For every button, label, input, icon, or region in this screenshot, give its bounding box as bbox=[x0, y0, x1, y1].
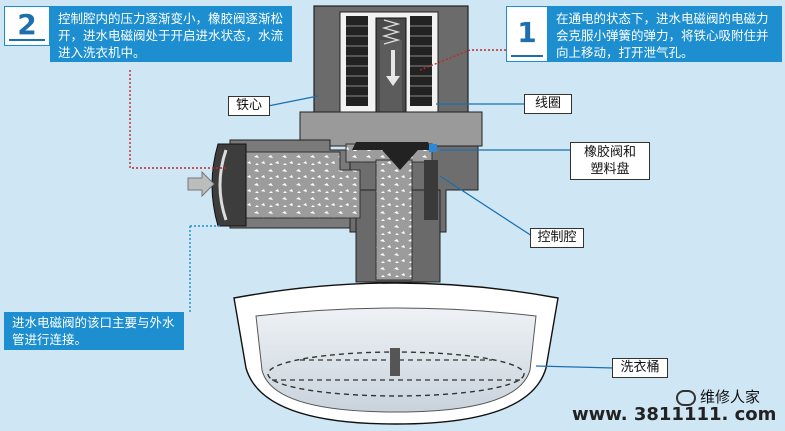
label-rubber-valve-line2: 塑料盘 bbox=[590, 162, 630, 177]
label-iron-core-text: 铁心 bbox=[235, 98, 262, 113]
label-control-chamber: 控制腔 bbox=[530, 228, 584, 248]
label-coil: 线圈 bbox=[524, 94, 572, 114]
inlet-note-text: 进水电磁阀的该口主要与外水管进行连接。 bbox=[12, 315, 175, 347]
inlet-arrow bbox=[187, 170, 215, 198]
label-iron-core: 铁心 bbox=[228, 96, 270, 116]
inlet-fitting bbox=[211, 143, 247, 227]
label-washer-tub-text: 洗衣桶 bbox=[620, 360, 660, 375]
step-1-number: 1 bbox=[506, 6, 548, 62]
step-1-number-text: 1 bbox=[517, 16, 537, 49]
step-2-text: 控制腔内的压力逐渐变小，橡胶阀逐渐松开，进水电磁阀处于开启进水状态，水流进入洗衣… bbox=[58, 11, 284, 60]
step-2-number: 2 bbox=[4, 6, 50, 46]
valve-body bbox=[229, 111, 483, 283]
label-rubber-valve: 橡胶阀和 塑料盘 bbox=[570, 142, 650, 180]
step-1-underline bbox=[511, 55, 543, 57]
label-washer-tub: 洗衣桶 bbox=[612, 358, 668, 378]
step-2-callout: 控制腔内的压力逐渐变小，橡胶阀逐渐松开，进水电磁阀处于开启进水状态，水流进入洗衣… bbox=[50, 6, 292, 62]
label-rubber-valve-line1: 橡胶阀和 bbox=[583, 145, 636, 160]
step-1-text: 在通电的状态下，进水电磁阀的电磁力会克服小弹簧的弹力，将铁心吸附住并向上移动，打… bbox=[556, 11, 769, 60]
step-1-callout: 在通电的状态下，进水电磁阀的电磁力会克服小弹簧的弹力，将铁心吸附住并向上移动，打… bbox=[548, 6, 782, 62]
leader-lines bbox=[129, 49, 518, 312]
inlet-note-callout: 进水电磁阀的该口主要与外水管进行连接。 bbox=[4, 312, 184, 350]
step-2-number-text: 2 bbox=[17, 8, 37, 41]
label-control-chamber-text: 控制腔 bbox=[537, 230, 577, 245]
washer-tub bbox=[233, 282, 559, 425]
wechat-icon bbox=[676, 389, 696, 406]
label-pointers bbox=[267, 95, 615, 369]
step-2-underline bbox=[9, 39, 45, 41]
label-coil-text: 线圈 bbox=[534, 96, 561, 111]
watermark-brand-text: 维修人家 bbox=[700, 388, 761, 406]
watermark-url-text: www. 3811111. com bbox=[572, 404, 777, 425]
watermark-brand: 维修人家 bbox=[676, 386, 760, 407]
iron-core bbox=[375, 17, 407, 131]
watermark-url: www. 3811111. com bbox=[572, 404, 776, 425]
